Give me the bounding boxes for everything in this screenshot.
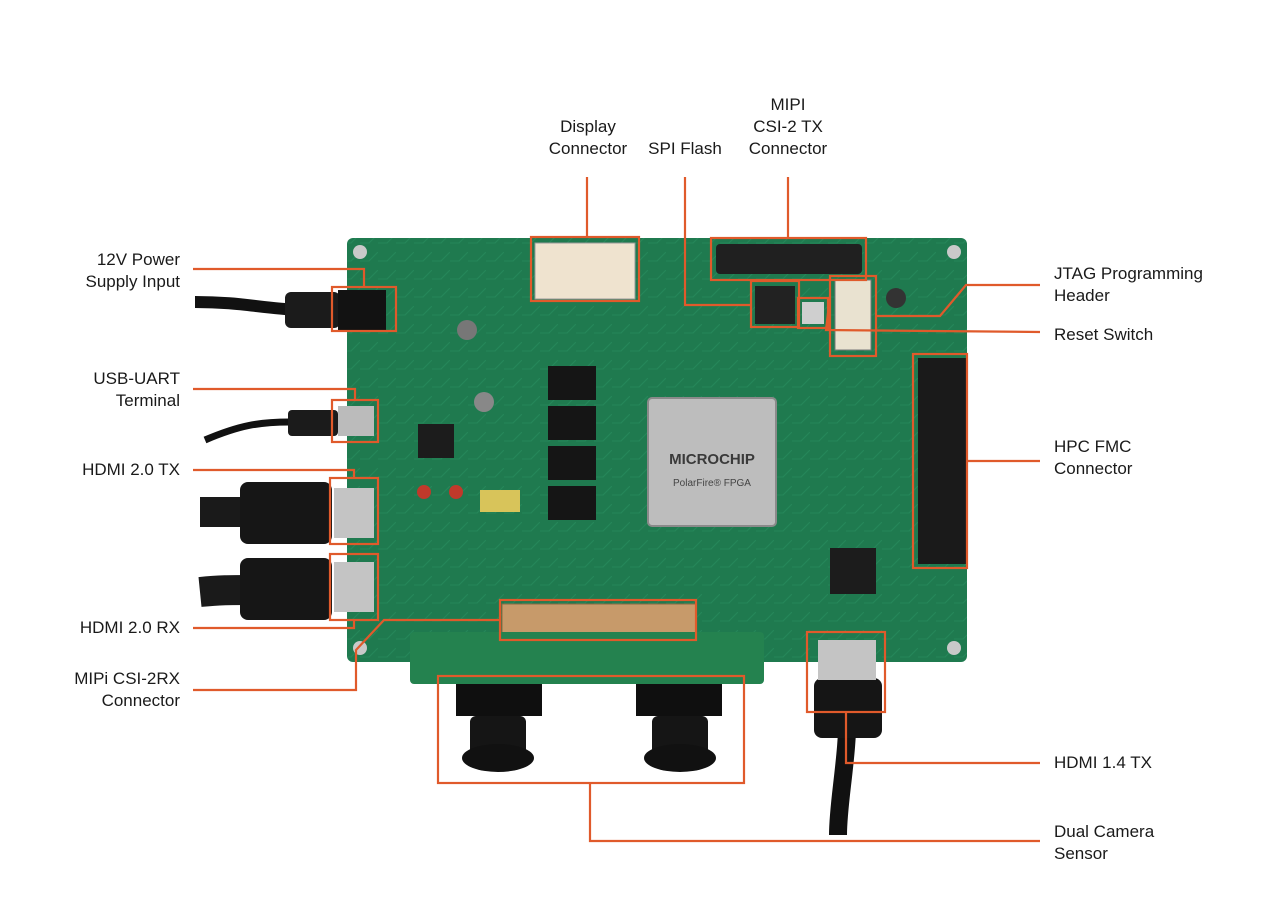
hdmi-ic <box>830 548 876 594</box>
usb-port-part <box>338 406 374 436</box>
hdmi-tx-port-part <box>334 488 374 538</box>
chip-model-text: PolarFire® FPGA <box>673 478 751 489</box>
label-spi-flash: SPI Flash <box>648 139 722 158</box>
hdmi-rx-cable <box>198 558 332 620</box>
reset-switch-part <box>802 302 824 324</box>
capacitor <box>457 320 477 340</box>
hdmi14-port-part <box>818 640 876 680</box>
label-mipi-csi2-tx: MIPI CSI-2 TX Connector <box>748 95 828 158</box>
callout-power <box>193 267 398 333</box>
label-display-connector: Display Connector <box>548 117 628 158</box>
fpga-chip <box>647 397 777 527</box>
capacitor <box>474 392 494 412</box>
mipi-tx-connector-part <box>716 244 862 274</box>
components: MICROCHIP PolarFire® FPGA <box>334 242 966 680</box>
callout-camera <box>436 674 1040 843</box>
hdmi-tx-cable <box>199 482 332 544</box>
power-cable <box>194 292 340 328</box>
memory-chip <box>548 486 596 520</box>
usb-cable <box>203 410 338 444</box>
hdmi-rx-port-part <box>334 562 374 612</box>
jtag-header-part <box>834 279 872 351</box>
power-jack-part <box>338 290 386 330</box>
camera-board <box>410 632 764 772</box>
pushbutton <box>449 485 463 499</box>
callout-mipi-tx <box>709 177 868 282</box>
usb-ic <box>418 424 454 458</box>
label-usb-uart: USB-UART Terminal <box>93 369 180 410</box>
callouts <box>193 177 1041 843</box>
label-mipi-csi2-rx: MIPi CSI-2RX Connector <box>74 669 180 710</box>
label-jtag-header: JTAG Programming Header <box>1054 264 1203 305</box>
callout-reset <box>796 296 1041 334</box>
callout-hdmi14 <box>805 630 1040 765</box>
dip-switch <box>480 490 520 512</box>
memory-chip <box>548 366 596 400</box>
label-reset-switch: Reset Switch <box>1054 325 1154 344</box>
callout-hdmi20-rx <box>193 552 380 630</box>
label-dual-camera: Dual Camera Sensor <box>1054 822 1155 863</box>
fmc-connector-part <box>918 358 966 564</box>
chip-brand-text: MICROCHIP <box>669 451 755 468</box>
callout-fmc <box>911 352 1040 570</box>
memory-chip <box>548 446 596 480</box>
callout-mipi-rx <box>193 598 698 692</box>
buzzer <box>886 288 906 308</box>
callout-display-connector <box>529 177 641 303</box>
callout-jtag <box>828 274 1040 358</box>
label-hdmi20-tx: HDMI 2.0 TX <box>82 460 180 479</box>
label-hdmi14-tx: HDMI 1.4 TX <box>1054 753 1152 772</box>
label-hdmi20-rx: HDMI 2.0 RX <box>79 618 180 637</box>
pushbutton <box>417 485 431 499</box>
display-connector-part <box>534 242 636 300</box>
hdmi14-cable <box>814 678 882 836</box>
spi-flash-chip <box>755 286 795 324</box>
memory-chip <box>548 406 596 440</box>
callout-usb <box>193 387 380 444</box>
label-power-input: 12V Power Supply Input <box>85 250 180 291</box>
callout-hdmi20-tx <box>193 468 380 546</box>
label-hpc-fmc: HPC FMC Connector <box>1054 437 1133 478</box>
